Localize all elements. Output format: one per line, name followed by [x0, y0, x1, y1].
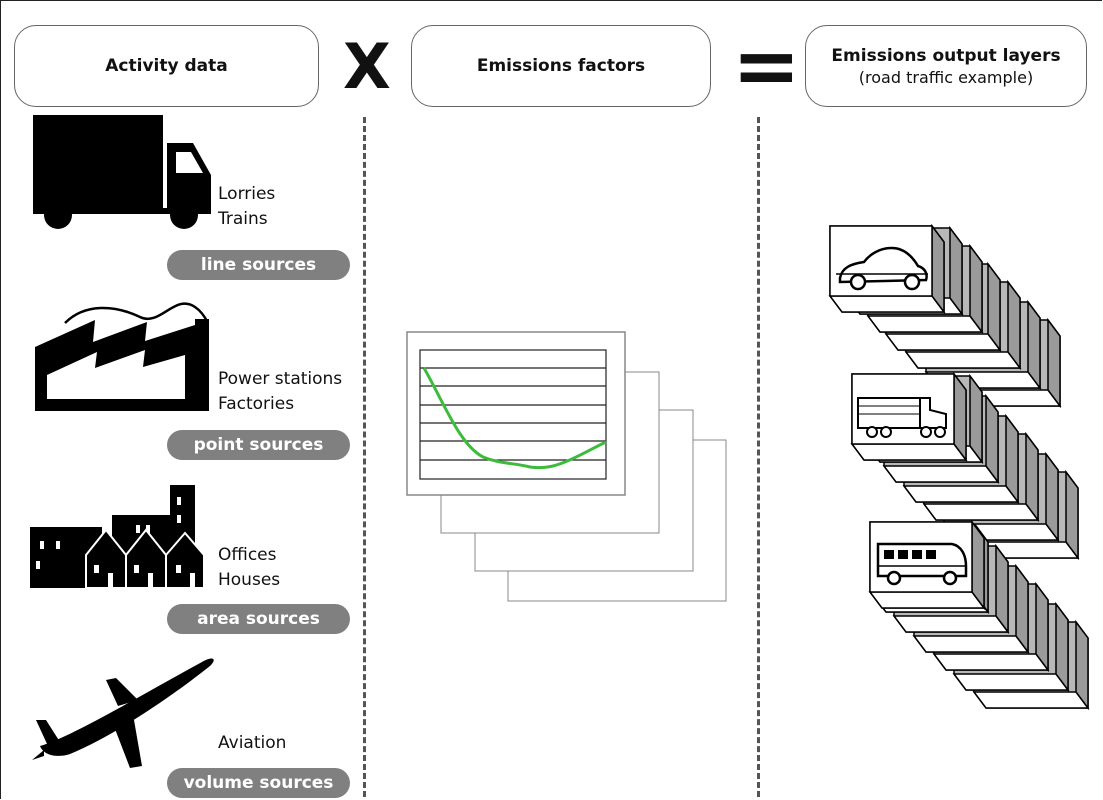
emission-factor-curve — [422, 367, 607, 470]
source-label-power-stations: Power stations — [218, 369, 343, 389]
emissions-output-subtitle: (road traffic example) — [858, 67, 1034, 87]
volume-sources-badge: volume sources — [167, 768, 350, 798]
source-label-lorries: Lorries — [218, 184, 276, 204]
lorry-icon — [851, 373, 955, 445]
emission-factor-chart-stack — [405, 330, 735, 605]
car-icon — [829, 225, 933, 297]
line-sources-badge: line sources — [167, 250, 350, 280]
bus-icon — [869, 521, 973, 593]
source-label-houses: Houses — [218, 570, 281, 590]
truck-icon — [33, 115, 218, 230]
emissions-factors-box: Emissions factors — [411, 25, 711, 107]
left-dashed-separator — [363, 117, 366, 797]
source-label-trains: Trains — [218, 209, 268, 229]
emissions-output-layers — [828, 224, 1093, 724]
emissions-output-box: Emissions output layers (road traffic ex… — [805, 25, 1087, 107]
area-sources-badge: area sources — [167, 604, 350, 634]
right-dashed-separator — [757, 117, 760, 797]
emissions-factors-title: Emissions factors — [476, 56, 646, 76]
factory-icon — [35, 295, 215, 415]
multiply-operator: X — [343, 30, 391, 103]
point-sources-badge: point sources — [167, 430, 350, 460]
source-label-offices: Offices — [218, 545, 277, 565]
equals-operator: = — [732, 19, 801, 114]
airplane-icon — [30, 650, 220, 780]
activity-data-title: Activity data — [105, 56, 228, 76]
source-label-factories: Factories — [218, 394, 295, 414]
source-label-aviation: Aviation — [218, 733, 287, 753]
activity-data-box: Activity data — [14, 25, 319, 107]
buildings-icon — [30, 485, 210, 590]
emissions-output-title: Emissions output layers — [831, 45, 1061, 66]
chart-plot-area — [419, 349, 607, 480]
